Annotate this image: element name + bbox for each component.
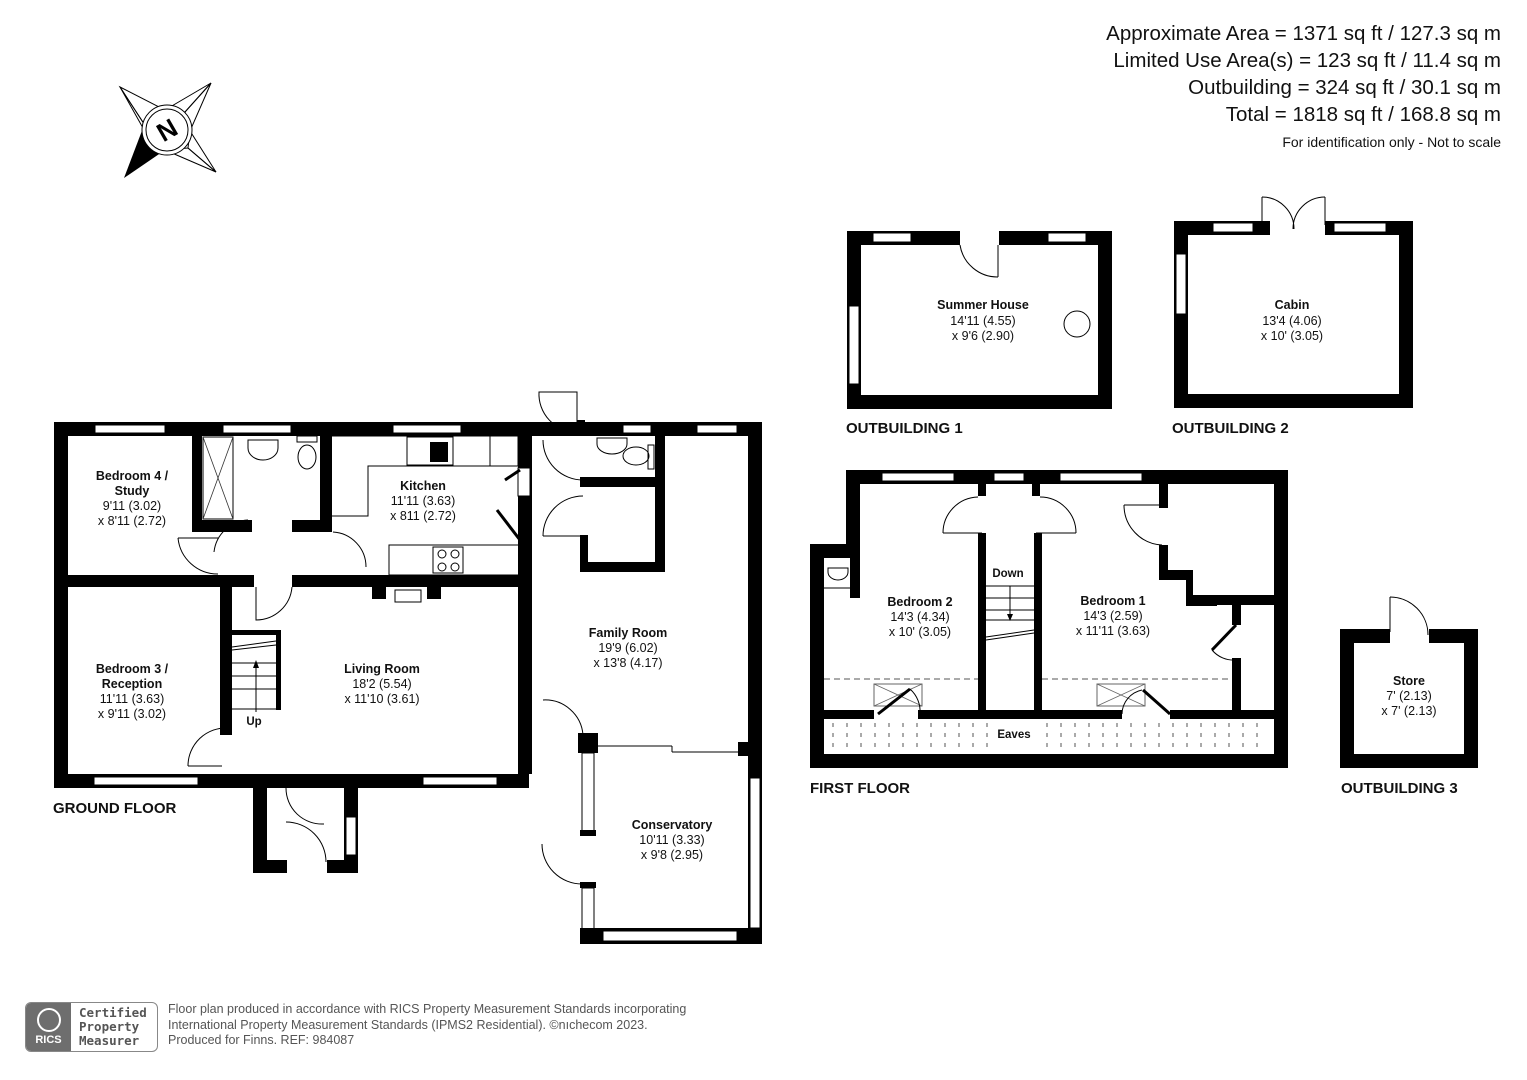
svg-text:Conservatory: Conservatory bbox=[632, 818, 713, 832]
svg-text:11'11 (3.63): 11'11 (3.63) bbox=[391, 494, 455, 508]
svg-text:Bedroom 4 /: Bedroom 4 / bbox=[96, 469, 169, 483]
rics-lion-icon bbox=[36, 1008, 61, 1032]
ground-floor-plan bbox=[54, 391, 762, 944]
svg-text:x 10' (3.05): x 10' (3.05) bbox=[889, 625, 951, 639]
svg-text:18'2 (5.54): 18'2 (5.54) bbox=[352, 677, 411, 691]
svg-text:x 7' (2.13): x 7' (2.13) bbox=[1381, 704, 1436, 718]
svg-text:Family Room: Family Room bbox=[589, 626, 668, 640]
area-summary: Approximate Area = 1371 sq ft / 127.3 sq… bbox=[1106, 20, 1501, 150]
room-bedroom-1: Bedroom 1 14'3 (2.59) x 11'11 (3.63) bbox=[1076, 594, 1150, 638]
outbuilding-1-label: OUTBUILDING 1 bbox=[846, 420, 963, 437]
room-conservatory: Conservatory 10'11 (3.33) x 9'8 (2.95) bbox=[632, 818, 713, 862]
svg-text:Store: Store bbox=[1393, 674, 1425, 688]
svg-text:9'11 (3.02): 9'11 (3.02) bbox=[103, 499, 161, 513]
room-living-room: Living Room 18'2 (5.54) x 11'10 (3.61) bbox=[344, 662, 420, 706]
svg-text:x 11'10 (3.61): x 11'10 (3.61) bbox=[344, 692, 419, 706]
stairs-down-label: Down bbox=[992, 568, 1023, 580]
outbuilding-3-label: OUTBUILDING 3 bbox=[1341, 780, 1458, 797]
first-floor-plan bbox=[810, 470, 1288, 768]
svg-text:x 9'11 (3.02): x 9'11 (3.02) bbox=[98, 707, 166, 721]
svg-text:Cabin: Cabin bbox=[1275, 298, 1310, 312]
svg-text:11'11 (3.63): 11'11 (3.63) bbox=[100, 692, 164, 706]
room-bedroom-3-reception: Bedroom 3 / Reception 11'11 (3.63) x 9'1… bbox=[96, 662, 169, 721]
outbuilding-area: Outbuilding = 324 sq ft / 30.1 sq m bbox=[1188, 76, 1501, 99]
svg-text:Reception: Reception bbox=[102, 677, 162, 691]
rics-logo: RICS bbox=[26, 1003, 71, 1051]
footer-disclaimer: Floor plan produced in accordance with R… bbox=[168, 1002, 687, 1047]
svg-text:Study: Study bbox=[115, 484, 150, 498]
svg-text:13'4 (4.06): 13'4 (4.06) bbox=[1262, 314, 1321, 328]
svg-text:14'11 (4.55): 14'11 (4.55) bbox=[950, 314, 1015, 328]
svg-text:19'9 (6.02): 19'9 (6.02) bbox=[598, 641, 657, 655]
outbuilding-1-plan: Summer House 14'11 (4.55) x 9'6 (2.90) bbox=[847, 231, 1112, 409]
svg-text:x 10' (3.05): x 10' (3.05) bbox=[1261, 329, 1323, 343]
room-bedroom-2: Bedroom 2 14'3 (4.34) x 10' (3.05) bbox=[887, 595, 952, 639]
outbuilding-2-label: OUTBUILDING 2 bbox=[1172, 420, 1289, 437]
svg-text:Summer House: Summer House bbox=[937, 298, 1029, 312]
room-family-room: Family Room 19'9 (6.02) x 13'8 (4.17) bbox=[589, 626, 668, 670]
eaves-label: Eaves bbox=[997, 729, 1030, 741]
outbuilding-3-plan: Store 7' (2.13) x 7' (2.13) bbox=[1340, 596, 1478, 768]
scale-disclaimer: For identification only - Not to scale bbox=[1282, 134, 1501, 150]
footer: RICS Certified Property Measurer Floor p… bbox=[25, 1002, 686, 1052]
north-compass-icon: N bbox=[118, 82, 217, 178]
approximate-area: Approximate Area = 1371 sq ft / 127.3 sq… bbox=[1106, 22, 1501, 45]
svg-text:x 9'8 (2.95): x 9'8 (2.95) bbox=[641, 848, 703, 862]
certified-property-measurer-text: Certified Property Measurer bbox=[79, 1005, 147, 1048]
svg-text:Bedroom 2: Bedroom 2 bbox=[887, 595, 952, 609]
rics-certified-badge: RICS Certified Property Measurer bbox=[25, 1002, 158, 1052]
svg-text:Living Room: Living Room bbox=[344, 662, 420, 676]
svg-text:Kitchen: Kitchen bbox=[400, 479, 446, 493]
svg-text:Bedroom 3 /: Bedroom 3 / bbox=[96, 662, 169, 676]
ground-floor-label: GROUND FLOOR bbox=[53, 800, 176, 817]
svg-text:x 8'11 (2.72): x 8'11 (2.72) bbox=[98, 514, 166, 528]
first-floor-label: FIRST FLOOR bbox=[810, 780, 910, 797]
svg-text:7' (2.13): 7' (2.13) bbox=[1386, 689, 1431, 703]
room-kitchen: Kitchen 11'11 (3.63) x 811 (2.72) bbox=[390, 479, 456, 523]
svg-text:x 9'6 (2.90): x 9'6 (2.90) bbox=[952, 329, 1014, 343]
svg-text:14'3 (4.34): 14'3 (4.34) bbox=[890, 610, 949, 624]
limited-use-area: Limited Use Area(s) = 123 sq ft / 11.4 s… bbox=[1113, 49, 1501, 72]
svg-text:Bedroom 1: Bedroom 1 bbox=[1080, 594, 1145, 608]
stairs-up-label: Up bbox=[246, 716, 261, 728]
room-bedroom-4-study: Bedroom 4 / Study 9'11 (3.02) x 8'11 (2.… bbox=[96, 469, 169, 528]
svg-text:10'11 (3.33): 10'11 (3.33) bbox=[639, 833, 704, 847]
svg-text:x 811 (2.72): x 811 (2.72) bbox=[390, 509, 456, 523]
svg-text:14'3 (2.59): 14'3 (2.59) bbox=[1083, 609, 1142, 623]
outbuilding-2-plan: Cabin 13'4 (4.06) x 10' (3.05) bbox=[1174, 196, 1413, 408]
svg-text:x 13'8 (4.17): x 13'8 (4.17) bbox=[593, 656, 662, 670]
total-area: Total = 1818 sq ft / 168.8 sq m bbox=[1225, 103, 1501, 126]
svg-text:x 11'11 (3.63): x 11'11 (3.63) bbox=[1076, 624, 1150, 638]
